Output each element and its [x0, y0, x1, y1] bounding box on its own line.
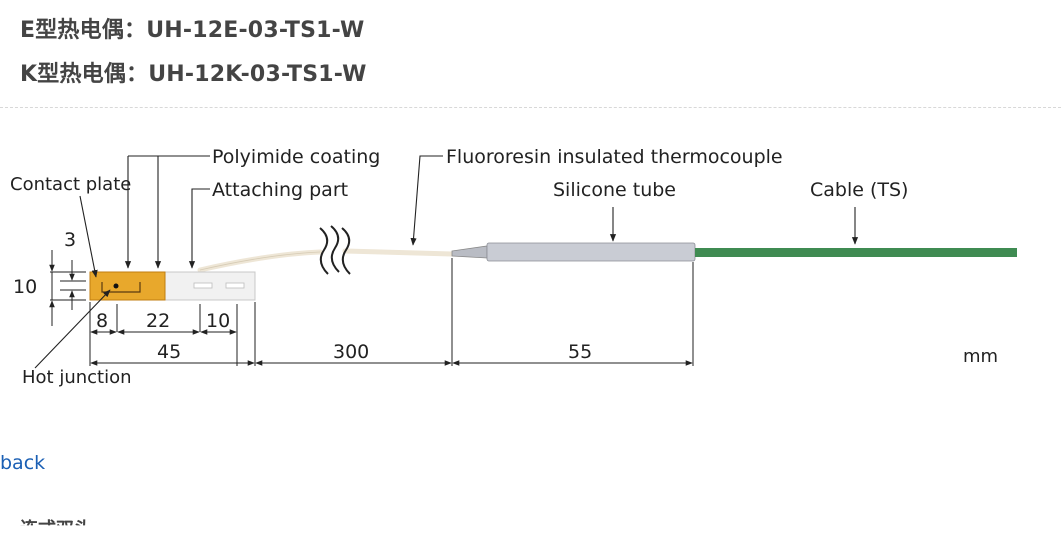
dim-22: 22 — [146, 310, 170, 332]
dim-8: 8 — [96, 310, 108, 332]
lead-wire-2 — [342, 248, 455, 257]
dim-10-height: 10 — [13, 276, 37, 298]
contact-plate — [89, 271, 166, 301]
attaching-slot-1 — [193, 282, 213, 289]
label-hot-junction: Hot junction — [22, 367, 132, 388]
thermocouple-element — [101, 282, 141, 293]
label-contact-plate: Contact plate — [10, 174, 131, 195]
attaching-slot-2 — [225, 282, 245, 289]
hot-junction-dot — [113, 283, 119, 289]
dim-3: 3 — [64, 229, 76, 251]
break-symbol — [319, 225, 351, 275]
dim-10: 10 — [206, 310, 230, 332]
silicone-tube — [486, 242, 696, 262]
footer-partial-text: 连式双头 — [20, 519, 92, 540]
label-silicone-tube: Silicone tube — [553, 179, 676, 201]
dim-300: 300 — [333, 341, 369, 363]
section-divider — [0, 107, 1061, 108]
label-cable: Cable (TS) — [810, 179, 908, 201]
heading-k-type: K型热电偶：UH-12K-03-TS1-W — [20, 62, 367, 87]
dim-55: 55 — [568, 341, 592, 363]
lead-wire — [197, 249, 323, 273]
label-attaching-part: Attaching part — [212, 179, 348, 201]
thermocouple-dimension-diagram: Polyimide coating Attaching part Fluoror… — [10, 146, 1017, 388]
lead-wire-outline — [199, 251, 321, 271]
heading-e-type: E型热电偶：UH-12E-03-TS1-W — [20, 18, 365, 43]
cable — [695, 248, 1017, 257]
label-fluororesin: Fluororesin insulated thermocouple — [446, 146, 783, 168]
lead-to-tube-taper — [451, 245, 488, 259]
label-unit: mm — [963, 346, 998, 367]
label-polyimide-coating: Polyimide coating — [212, 146, 380, 168]
back-link[interactable]: back — [0, 452, 46, 474]
dim-45: 45 — [157, 341, 181, 363]
